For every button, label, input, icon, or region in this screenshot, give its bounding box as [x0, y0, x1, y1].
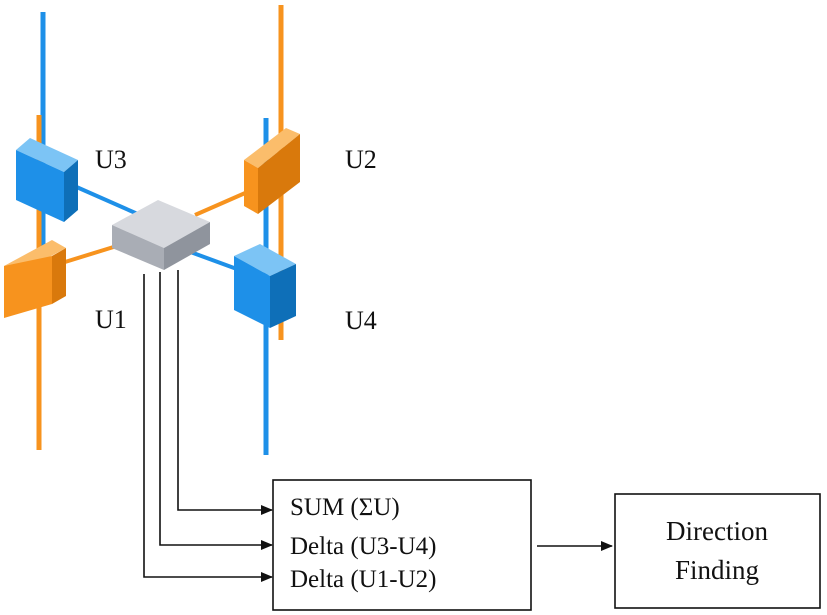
feed-line-sum [177, 270, 273, 515]
antenna-u4-element [234, 244, 296, 328]
arm-u2 [194, 188, 253, 217]
label-u2: U2 [345, 145, 377, 174]
direction-finding-line2: Finding [674, 555, 760, 585]
direction-finding-box [614, 493, 821, 609]
sum-signal-label: SUM (ΣU) [290, 494, 400, 521]
arm-u1 [64, 243, 121, 264]
label-u4: U4 [345, 306, 377, 335]
central-hub [112, 200, 210, 270]
processor-box [272, 479, 532, 611]
label-u3: U3 [95, 145, 127, 174]
label-u1: U1 [95, 305, 127, 334]
delta-u3-u4-label: Delta (U3-U4) [290, 533, 437, 560]
direction-finding-line1: Direction [666, 516, 768, 546]
antenna-u1-element [4, 240, 66, 318]
antenna-u2-element [244, 128, 300, 214]
feed-line-delta-u1-u2 [143, 274, 273, 582]
feed-line-delta-u3-u4 [159, 272, 273, 550]
delta-u1-u2-label: Delta (U1-U2) [290, 566, 437, 593]
antenna-u3-element [16, 138, 78, 222]
arm-u3 [71, 183, 141, 217]
